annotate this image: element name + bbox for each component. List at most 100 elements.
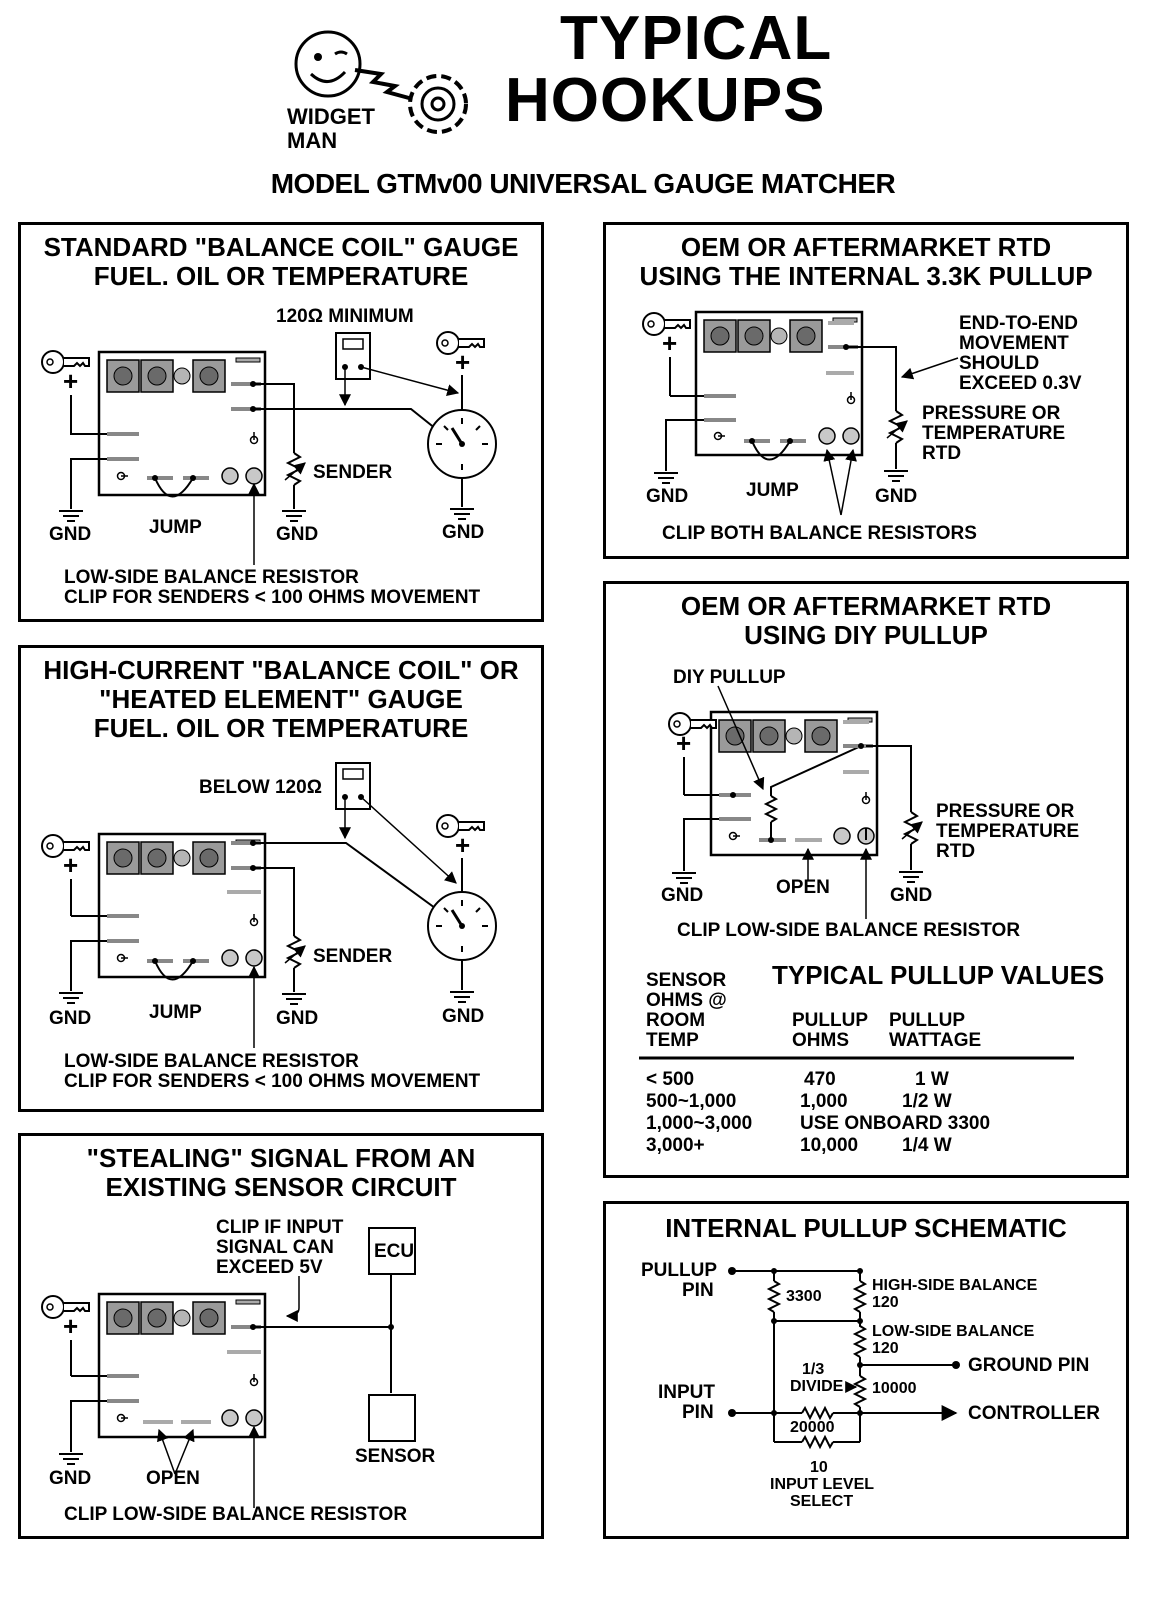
row4-ohms: 10,000 bbox=[800, 1135, 859, 1156]
panel2-note-1: LOW-SIDE BALANCE RESISTOR bbox=[64, 1051, 359, 1072]
input-pin-1: INPUT bbox=[658, 1382, 715, 1403]
panel4-rtd-3: RTD bbox=[922, 443, 962, 464]
panel5-gnd-1: GND bbox=[661, 885, 704, 906]
panel2-gnd-1: GND bbox=[49, 1008, 92, 1029]
panel1-note-2: CLIP FOR SENDERS < 100 OHMS MOVEMENT bbox=[64, 587, 481, 608]
panel1-gnd-3: GND bbox=[442, 522, 485, 543]
panel4-title-1: OEM OR AFTERMARKET RTD bbox=[680, 232, 1052, 262]
input-pin-2: PIN bbox=[682, 1402, 714, 1423]
panel3-ecu: ECU bbox=[374, 1241, 415, 1262]
panel1-note-1: LOW-SIDE BALANCE RESISTOR bbox=[64, 567, 359, 588]
r20000-label: 20000 bbox=[790, 1419, 835, 1436]
panel1-gnd-2: GND bbox=[276, 524, 319, 545]
row3-sensor: 1,000~3,000 bbox=[646, 1113, 753, 1134]
svg-text:+: + bbox=[455, 830, 470, 860]
panel2-title-3: FUEL. OIL OR TEMPERATURE bbox=[93, 713, 469, 743]
widget-man-logo bbox=[294, 30, 468, 134]
col-watt-1: PULLUP bbox=[889, 1010, 965, 1031]
panel5-rtd-2: TEMPERATURE bbox=[936, 821, 1080, 842]
panel-standard-gauge: STANDARD "BALANCE COIL" GAUGE FUEL. OIL … bbox=[18, 222, 544, 622]
ground-pin-label: GROUND PIN bbox=[968, 1355, 1090, 1376]
panel4-rtd-2: TEMPERATURE bbox=[922, 423, 1066, 444]
panel5-rtd-3: RTD bbox=[936, 841, 976, 862]
panel2-title-2: "HEATED ELEMENT" GAUGE bbox=[99, 684, 463, 714]
panel-high-current-gauge: HIGH-CURRENT "BALANCE COIL" OR "HEATED E… bbox=[18, 645, 544, 1112]
page-subtitle: MODEL GTMv00 UNIVERSAL GAUGE MATCHER bbox=[270, 168, 896, 199]
controller-label: CONTROLLER bbox=[968, 1403, 1100, 1424]
col-ohms-2: OHMS bbox=[792, 1030, 849, 1051]
panel6-title: INTERNAL PULLUP SCHEMATIC bbox=[665, 1213, 1067, 1243]
panel-rtd-internal: OEM OR AFTERMARKET RTD USING THE INTERNA… bbox=[603, 222, 1129, 559]
panel3-title-1: "STEALING" SIGNAL FROM AN bbox=[86, 1143, 476, 1173]
panel1-sender-label: SENDER bbox=[313, 462, 393, 483]
divide-2: DIVIDE bbox=[790, 1378, 844, 1395]
row2-sensor: 500~1,000 bbox=[646, 1091, 737, 1112]
panel5-note: CLIP LOW-SIDE BALANCE RESISTOR bbox=[677, 920, 1021, 941]
panel3-diagram: + bbox=[41, 1227, 416, 1508]
svg-text:+: + bbox=[662, 328, 677, 358]
panel5-diagram: + bbox=[639, 685, 1074, 1060]
svg-text:+: + bbox=[455, 347, 470, 377]
panel-stealing-signal: "STEALING" SIGNAL FROM AN EXISTING SENSO… bbox=[18, 1133, 544, 1539]
row1-watt: 1 W bbox=[915, 1069, 949, 1090]
panel3-clip-1: CLIP IF INPUT bbox=[216, 1217, 344, 1238]
pullup-table-title: TYPICAL PULLUP VALUES bbox=[772, 960, 1105, 990]
row1-ohms: 470 bbox=[804, 1069, 836, 1090]
panel2-diagram: + + bbox=[41, 762, 498, 1048]
panel2-title-1: HIGH-CURRENT "BALANCE COIL" OR bbox=[43, 655, 519, 685]
svg-text:+: + bbox=[63, 1311, 78, 1341]
ils-2: SELECT bbox=[790, 1493, 854, 1510]
divide-1: 1/3 bbox=[802, 1361, 825, 1378]
panel5-title-1: OEM OR AFTERMARKET RTD bbox=[680, 591, 1052, 621]
panel1-meter-label: 120Ω MINIMUM bbox=[276, 306, 414, 327]
panel2-gnd-3: GND bbox=[442, 1006, 485, 1027]
logo-text-1: WIDGET bbox=[287, 104, 375, 129]
panel2-sender-label: SENDER bbox=[313, 946, 393, 967]
row2-watt: 1/2 W bbox=[902, 1091, 952, 1112]
panel4-e2e-2: MOVEMENT bbox=[959, 333, 1069, 354]
panel5-gnd-2: GND bbox=[890, 885, 933, 906]
row4-sensor: 3,000+ bbox=[646, 1135, 705, 1156]
pullup-pin-1: PULLUP bbox=[641, 1260, 717, 1281]
high-side-value: 120 bbox=[872, 1294, 899, 1311]
panel4-e2e-4: EXCEED 0.3V bbox=[959, 373, 1082, 394]
col-watt-2: WATTAGE bbox=[889, 1030, 982, 1051]
col-ohms-1: PULLUP bbox=[792, 1010, 868, 1031]
panel3-note: CLIP LOW-SIDE BALANCE RESISTOR bbox=[64, 1504, 408, 1525]
panel3-clip-3: EXCEED 5V bbox=[216, 1257, 323, 1278]
ils-1: INPUT LEVEL bbox=[770, 1476, 875, 1493]
panel4-gnd-2: GND bbox=[875, 486, 918, 507]
panel5-diy-label: DIY PULLUP bbox=[673, 667, 786, 688]
r10000-label: 10000 bbox=[872, 1380, 917, 1397]
panel1-jump: JUMP bbox=[149, 517, 202, 538]
panel4-diagram: + bbox=[642, 310, 959, 516]
pullup-pin-2: PIN bbox=[682, 1280, 714, 1301]
panel6-schematic bbox=[728, 1267, 960, 1450]
panel4-title-2: USING THE INTERNAL 3.3K PULLUP bbox=[639, 261, 1093, 291]
page-title-line1: TYPICAL bbox=[560, 4, 833, 73]
col-sensor-1: SENSOR bbox=[646, 970, 727, 991]
logo-text-2: MAN bbox=[287, 128, 338, 153]
panel5-title-2: USING DIY PULLUP bbox=[744, 620, 988, 650]
row3-ohms: USE ONBOARD 3300 bbox=[800, 1113, 991, 1134]
panel2-note-2: CLIP FOR SENDERS < 100 OHMS MOVEMENT bbox=[64, 1071, 481, 1092]
panel2-gnd-2: GND bbox=[276, 1008, 319, 1029]
svg-text:+: + bbox=[63, 850, 78, 880]
row1-sensor: < 500 bbox=[646, 1069, 695, 1090]
panel3-title-2: EXISTING SENSOR CIRCUIT bbox=[105, 1172, 457, 1202]
panel1-title-1: STANDARD "BALANCE COIL" GAUGE bbox=[43, 232, 519, 262]
row2-ohms: 1,000 bbox=[800, 1091, 848, 1112]
panel5-open: OPEN bbox=[776, 877, 830, 898]
logo: WIDGET MAN bbox=[283, 12, 483, 162]
col-sensor-4: TEMP bbox=[646, 1030, 699, 1051]
panel2-jump: JUMP bbox=[149, 1002, 202, 1023]
low-side-value: 120 bbox=[872, 1340, 899, 1357]
panel1-diagram: + + bbox=[41, 331, 498, 565]
panel1-gnd-1: GND bbox=[49, 524, 92, 545]
panel-internal-schematic: INTERNAL PULLUP SCHEMATIC PULLUP PIN INP… bbox=[603, 1201, 1129, 1539]
col-sensor-2: OHMS @ bbox=[646, 990, 727, 1011]
panel4-gnd-1: GND bbox=[646, 486, 689, 507]
low-side-label: LOW-SIDE BALANCE bbox=[872, 1323, 1035, 1340]
panel4-jump: JUMP bbox=[746, 480, 799, 501]
r10-label: 10 bbox=[810, 1459, 828, 1476]
